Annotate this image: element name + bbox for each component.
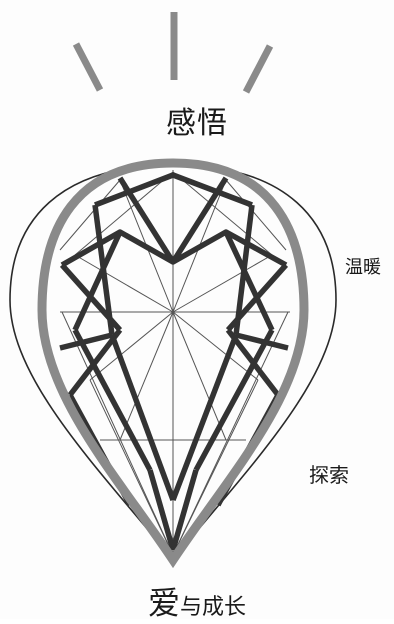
label-warmth: 温暖 — [345, 257, 381, 278]
ray-left — [72, 42, 104, 92]
light-rays — [72, 12, 274, 94]
facet-heavy-lines — [59, 172, 289, 551]
label-love-and-growth: 爱与成长 — [0, 578, 394, 624]
label-insight: 感悟 — [166, 106, 228, 141]
facet-light-lines — [59, 170, 290, 556]
ray-right — [242, 44, 274, 94]
pear-outline — [37, 158, 309, 569]
label-exploration: 探索 — [309, 463, 349, 487]
label-love: 爱 — [147, 584, 180, 622]
label-and-growth: 与成长 — [180, 595, 247, 620]
